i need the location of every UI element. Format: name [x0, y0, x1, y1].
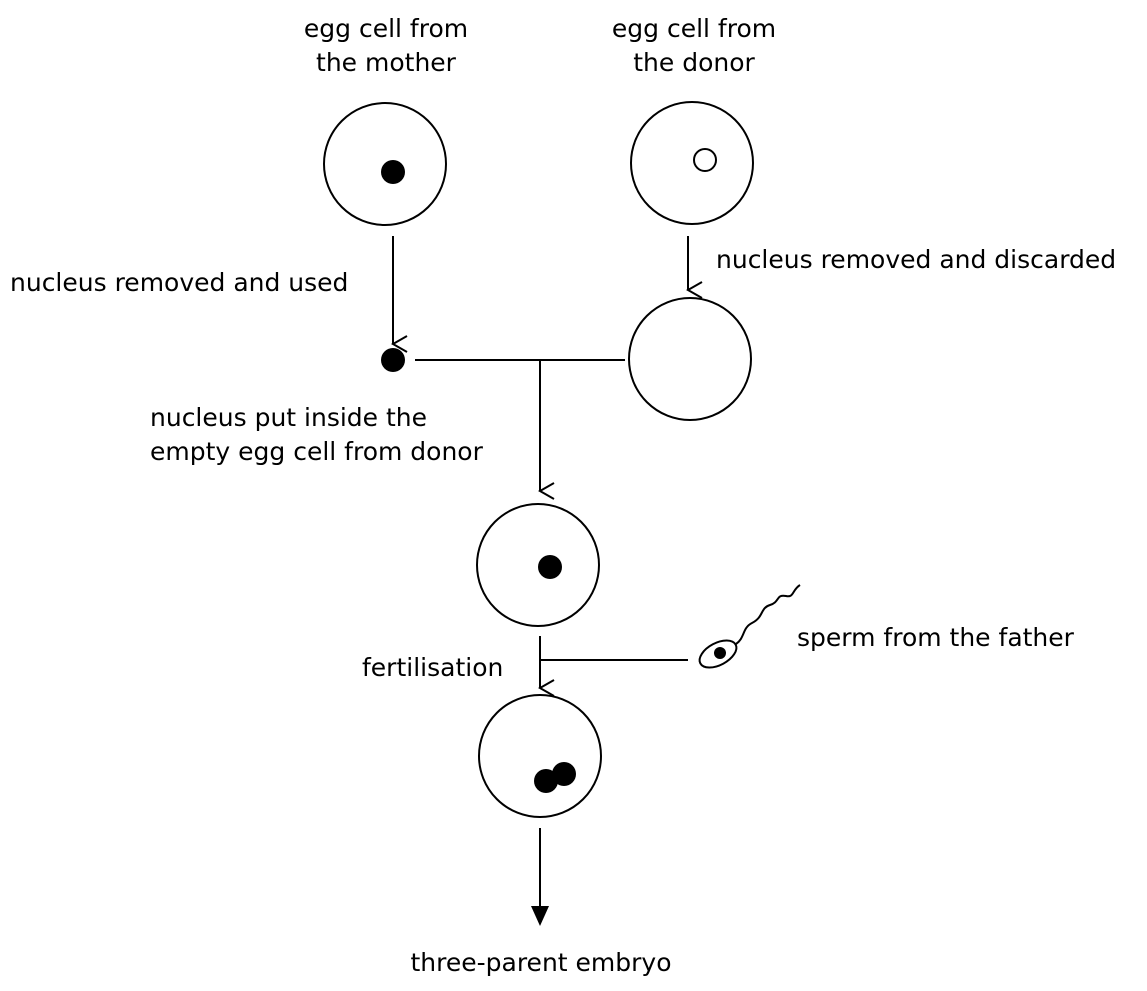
label-nucleus-put-inside-line2: empty egg cell from donor — [150, 437, 483, 466]
mother-egg-cell — [323, 102, 447, 226]
fertilised-nucleus-2 — [552, 762, 576, 786]
mother-nucleus — [381, 160, 405, 184]
reconstructed-nucleus — [538, 555, 562, 579]
label-donor-egg: egg cell from the donor — [612, 12, 776, 80]
label-nucleus-removed-used: nucleus removed and used — [10, 268, 349, 297]
fertilised-egg — [478, 694, 602, 818]
donor-egg-cell — [630, 101, 754, 225]
label-sperm: sperm from the father — [797, 623, 1074, 652]
label-nucleus-removed-discarded: nucleus removed and discarded — [716, 245, 1117, 274]
sperm-cell — [698, 584, 801, 669]
label-mother-egg: egg cell from the mother — [304, 12, 468, 80]
sperm-nucleus — [714, 647, 726, 659]
label-fertilisation: fertilisation — [362, 653, 504, 682]
sperm-tail — [735, 584, 801, 645]
label-embryo: three-parent embryo — [410, 948, 672, 977]
reconstructed-egg — [476, 503, 600, 627]
label-nucleus-put-inside: nucleus put inside the empty egg cell fr… — [150, 401, 483, 469]
fertilised-nucleus-1 — [534, 769, 558, 793]
removed-nucleus — [381, 348, 405, 372]
empty-donor-egg — [628, 297, 752, 421]
label-mother-egg-line2: the mother — [316, 48, 456, 77]
label-donor-egg-line2: the donor — [633, 48, 755, 77]
donor-nucleus — [693, 148, 717, 172]
arrow-head-embryo — [531, 906, 549, 926]
label-mother-egg-line1: egg cell from — [303, 14, 469, 43]
label-nucleus-put-inside-line1: nucleus put inside the — [150, 403, 428, 432]
label-donor-egg-line1: egg cell from — [611, 14, 777, 43]
